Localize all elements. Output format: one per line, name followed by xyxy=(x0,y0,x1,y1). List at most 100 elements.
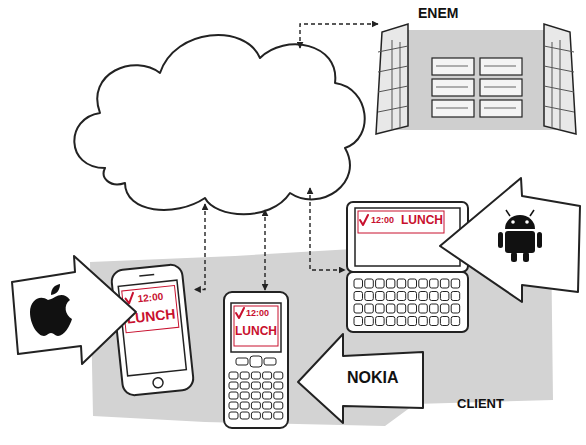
illustration-part xyxy=(153,377,164,388)
illustration-part xyxy=(236,308,244,318)
illustration-part xyxy=(250,356,262,367)
android-eye xyxy=(511,220,515,224)
illustration-part xyxy=(451,304,460,313)
illustration-part xyxy=(451,279,460,288)
illustration-part xyxy=(229,402,238,409)
illustration-part xyxy=(263,412,272,419)
illustration-part xyxy=(397,292,406,301)
illustration-part xyxy=(397,279,406,288)
server-rack: ENEM xyxy=(370,2,582,134)
dashed-connector xyxy=(310,188,345,270)
band-label: CLIENT xyxy=(457,397,504,410)
illustration-part xyxy=(251,412,260,419)
dashed-connector xyxy=(300,24,378,48)
illustration-part xyxy=(376,24,408,134)
illustration-part xyxy=(355,208,460,266)
illustration-part xyxy=(264,358,276,365)
illustration-part xyxy=(240,402,249,409)
illustration-part xyxy=(74,35,364,214)
illustration-part xyxy=(274,412,283,419)
brand-name: NOKIA xyxy=(347,370,399,386)
illustration-part xyxy=(298,334,423,423)
illustration-part xyxy=(365,304,374,313)
illustration-part xyxy=(263,392,272,399)
illustration-part xyxy=(408,304,417,313)
illustration-part xyxy=(263,372,272,379)
nokia-phone: 12:00LUNCH xyxy=(222,290,290,430)
illustration-part xyxy=(240,412,249,419)
illustration-part xyxy=(274,372,283,379)
illustration-part xyxy=(240,372,249,379)
illustration-part xyxy=(378,40,408,130)
illustration-part xyxy=(251,402,260,409)
illustration-part xyxy=(224,292,288,428)
illustration-part xyxy=(240,382,249,389)
illustration-part xyxy=(544,24,576,134)
illustration-part xyxy=(386,292,395,301)
illustration-part xyxy=(360,215,368,225)
illustration-part xyxy=(118,280,186,376)
cloud-shape xyxy=(65,18,375,218)
illustration-part xyxy=(234,306,278,346)
illustration-part xyxy=(251,372,260,379)
android-phone: 12:00 LUNCH xyxy=(345,200,470,335)
illustration-part xyxy=(392,30,560,130)
illustration-part xyxy=(386,317,395,326)
illustration-part xyxy=(544,40,574,130)
illustration-part xyxy=(274,402,283,409)
illustration-part xyxy=(263,382,272,389)
illustration-part xyxy=(436,66,516,108)
illustration-part xyxy=(354,292,363,301)
apple-leaf xyxy=(51,284,60,295)
illustration-part xyxy=(386,279,395,288)
brand-arrow: NOKIA xyxy=(295,330,425,425)
cloud-shape-outline xyxy=(65,18,375,218)
illustration-part xyxy=(111,264,195,397)
illustration-part xyxy=(451,317,460,326)
illustration-part xyxy=(358,211,444,233)
illustration-part xyxy=(430,317,439,326)
illustration-part xyxy=(440,279,449,288)
illustration-part xyxy=(419,304,428,313)
illustration-part xyxy=(430,279,439,288)
illustration-part xyxy=(122,285,179,332)
illustration-part xyxy=(419,317,428,326)
illustration-part xyxy=(376,304,385,313)
illustration-part xyxy=(430,292,439,301)
illustration-part xyxy=(240,392,249,399)
illustration-part xyxy=(430,304,439,313)
illustration-part xyxy=(451,292,460,301)
clock-time: 12:00 xyxy=(246,309,269,318)
illustration-part xyxy=(354,304,363,313)
clock-time: 12:00 xyxy=(371,216,394,225)
illustration-part xyxy=(440,292,449,301)
android-head xyxy=(505,215,535,229)
illustration-part xyxy=(440,304,449,313)
illustration-part xyxy=(397,304,406,313)
illustration-part xyxy=(139,275,154,277)
illustration-part xyxy=(354,317,363,326)
dashed-connector xyxy=(264,210,265,290)
illustration-part xyxy=(432,58,522,117)
illustration-part xyxy=(231,303,281,352)
illustration-part xyxy=(408,317,417,326)
illustration-part xyxy=(251,382,260,389)
illustration-part xyxy=(263,402,272,409)
reminder-text: LUNCH xyxy=(401,214,443,226)
illustration-part xyxy=(274,392,283,399)
illustration-part xyxy=(365,292,374,301)
apple-logo xyxy=(30,295,72,336)
illustration-part xyxy=(436,66,516,108)
iphone-outline xyxy=(108,261,196,398)
android-antenna xyxy=(506,210,510,216)
illustration-part xyxy=(440,317,449,326)
illustration-part xyxy=(229,372,238,379)
dashed-connector xyxy=(195,204,205,289)
illustration-part xyxy=(251,392,260,399)
illustration-part xyxy=(347,202,468,272)
illustration-part xyxy=(229,392,238,399)
illustration-part xyxy=(229,382,238,389)
illustration-part xyxy=(90,230,553,426)
illustration-part xyxy=(347,272,468,332)
